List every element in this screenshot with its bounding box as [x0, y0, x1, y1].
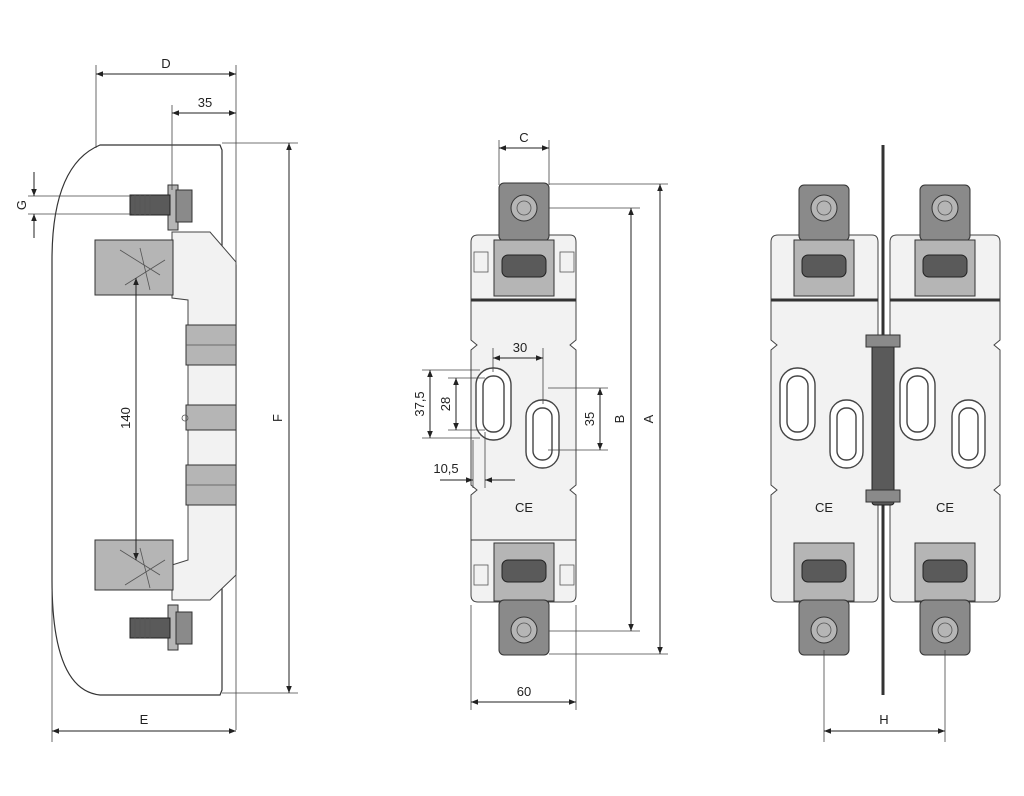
pair-left-base-plate: [770, 234, 879, 603]
dimension-label-G: G: [14, 200, 29, 210]
pair-connector-clip: [871, 334, 895, 506]
side-top-contact: [94, 239, 174, 296]
side-bottom-contact: [94, 539, 174, 591]
dimension-label-60: 60: [517, 684, 531, 699]
dimension-label-H: H: [879, 712, 888, 727]
assembled-pair-view: CE CE: [770, 145, 1001, 695]
front-top-nut: [510, 194, 538, 222]
pair-right-ce-mark: CE: [936, 500, 954, 515]
dimension-label-E: E: [140, 712, 149, 727]
side-mount-block-middle: [185, 404, 237, 431]
front-top-spring: [501, 254, 547, 278]
dimension-label-30: 30: [513, 340, 527, 355]
front-base-plate: [470, 234, 577, 603]
dimension-label-35-mid: 35: [582, 412, 597, 426]
front-bottom-nut: [510, 616, 538, 644]
front-view: CE: [470, 182, 577, 656]
side-top-nut: [175, 189, 193, 223]
dimension-label-C: C: [519, 130, 528, 145]
dimension-label-140: 140: [118, 407, 133, 429]
pair-dimensions: H: [823, 650, 946, 742]
dimension-label-B: B: [612, 415, 627, 424]
dimension-label-D: D: [161, 56, 170, 71]
side-bottom-nut: [175, 611, 193, 645]
dimension-label-10-5: 10,5: [433, 461, 458, 476]
front-view-dimensions: C 30 37,5 28 35 B A 10,5: [412, 130, 668, 710]
dimension-label-28: 28: [438, 397, 453, 411]
side-view-dimensions: D 35 G 140 F E: [14, 56, 298, 742]
front-bottom-spring: [501, 559, 547, 583]
pair-right-base-plate: [889, 234, 1001, 603]
front-ce-mark: CE: [515, 500, 533, 515]
dimension-label-35-top: 35: [198, 95, 212, 110]
pair-left-ce-mark: CE: [815, 500, 833, 515]
dimension-label-F: F: [270, 414, 285, 422]
side-view: [51, 144, 237, 696]
dimension-label-37-5: 37,5: [412, 391, 427, 416]
dimension-label-A: A: [641, 414, 656, 423]
